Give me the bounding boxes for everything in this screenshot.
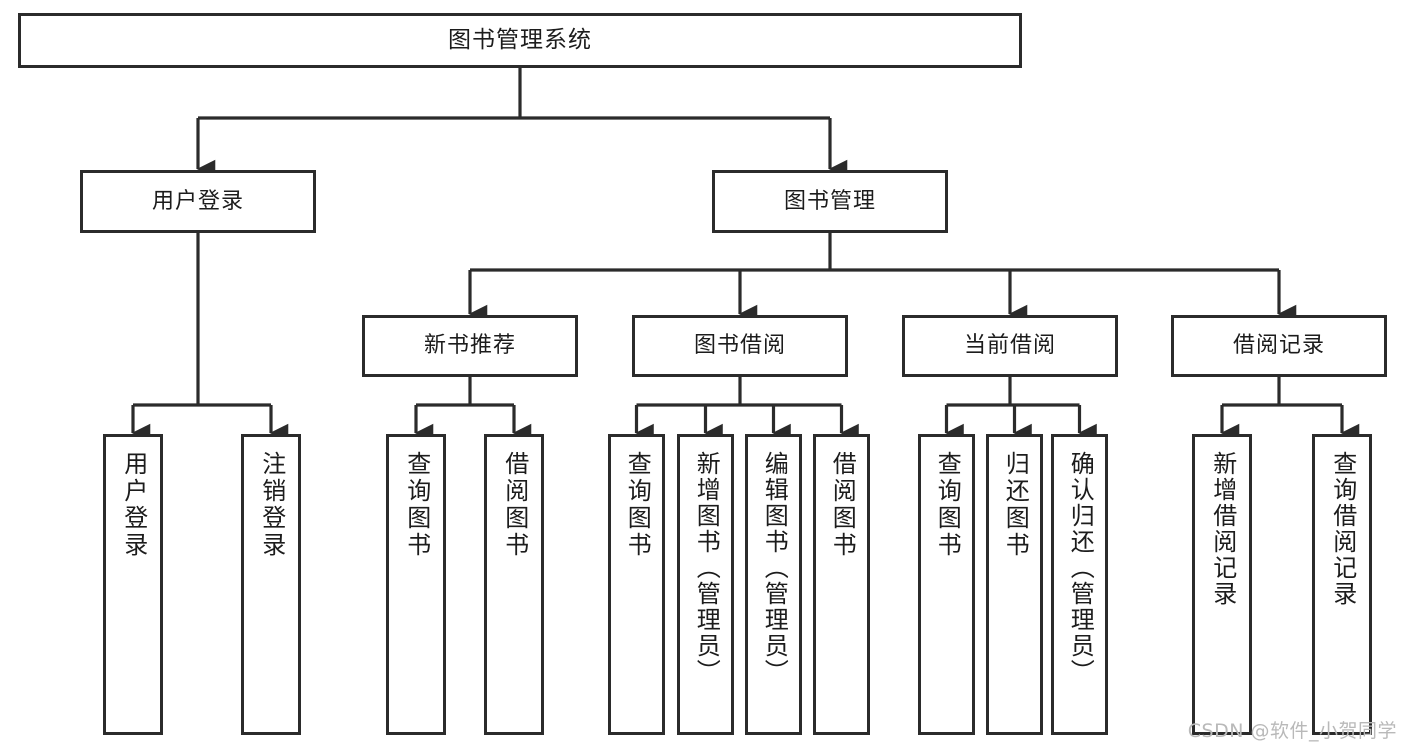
node-label: 归还图书 (1001, 451, 1030, 559)
node-l2b[interactable]: 图书借阅 (632, 315, 848, 377)
node-label: 查询借阅记录 (1328, 451, 1357, 607)
node-label: 图书管理系统 (448, 27, 592, 54)
node-label: 用户登录 (151, 188, 244, 214)
node-leaf_q3[interactable]: 查询图书 (918, 434, 975, 735)
node-label: 用户登录 (119, 451, 148, 559)
node-label: 借阅记录 (1232, 333, 1325, 359)
node-label: 注销登录 (257, 451, 286, 559)
node-label: 借阅图书 (828, 451, 857, 559)
node-l1b[interactable]: 图书管理 (712, 170, 948, 233)
node-leaf_qrec[interactable]: 查询借阅记录 (1312, 434, 1372, 735)
node-leaf_addrec[interactable]: 新增借阅记录 (1192, 434, 1252, 735)
node-l2d[interactable]: 借阅记录 (1171, 315, 1387, 377)
node-label: 图书借阅 (693, 333, 786, 359)
node-leaf_ret[interactable]: 归还图书 (986, 434, 1043, 735)
node-label: 编辑图书（管理员） (760, 451, 789, 685)
node-label: 查询图书 (933, 451, 962, 559)
node-label: 借阅图书 (500, 451, 529, 559)
node-label: 新书推荐 (423, 333, 516, 359)
node-leaf_b1[interactable]: 借阅图书 (484, 434, 544, 735)
node-label: 图书管理 (783, 188, 876, 214)
node-root[interactable]: 图书管理系统 (18, 13, 1022, 68)
node-label: 查询图书 (623, 451, 652, 559)
node-label: 确认归还（管理员） (1066, 451, 1095, 685)
node-leaf_conf[interactable]: 确认归还（管理员） (1051, 434, 1108, 735)
node-label: 查询图书 (402, 451, 431, 559)
node-leaf_q1[interactable]: 查询图书 (386, 434, 446, 735)
node-leaf_b2[interactable]: 借阅图书 (813, 434, 870, 735)
node-label: 新增图书（管理员） (692, 451, 721, 685)
node-label: 当前借阅 (963, 333, 1056, 359)
node-leaf_edit[interactable]: 编辑图书（管理员） (745, 434, 802, 735)
node-label: 新增借阅记录 (1208, 451, 1237, 607)
node-leaf_add[interactable]: 新增图书（管理员） (677, 434, 734, 735)
node-leaf_q2[interactable]: 查询图书 (608, 434, 665, 735)
node-l2a[interactable]: 新书推荐 (362, 315, 578, 377)
watermark: CSDN @软件_小贺同学 (1187, 720, 1397, 742)
node-l1a[interactable]: 用户登录 (80, 170, 316, 233)
node-l2c[interactable]: 当前借阅 (902, 315, 1118, 377)
node-leaf_logout[interactable]: 注销登录 (241, 434, 301, 735)
node-leaf_login[interactable]: 用户登录 (103, 434, 163, 735)
